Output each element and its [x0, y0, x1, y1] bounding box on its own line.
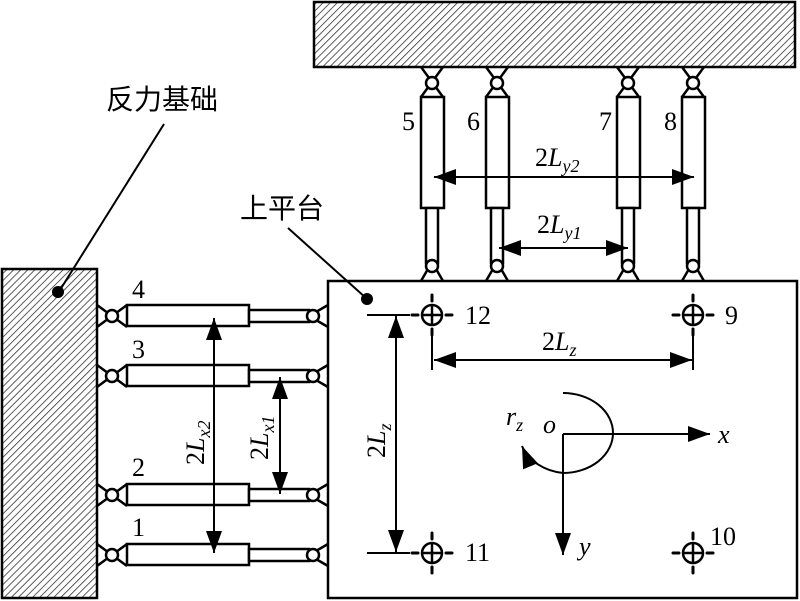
horizontal-actuator-3 [96, 363, 329, 389]
reaction-foundation-block [0, 267, 99, 600]
dim-label-lz-horizontal: 2Lz [542, 327, 576, 360]
actuator-label-1: 1 [132, 513, 145, 542]
actuator-label-8: 8 [664, 107, 677, 136]
point-label-12: 12 [465, 301, 491, 330]
measurement-points [410, 293, 715, 575]
vertical-actuator-8 [680, 66, 707, 282]
dim-label-lx2: 2Lx2 [181, 421, 214, 465]
dim-label-ly1: 2Ly1 [537, 210, 581, 243]
leader-dot-foundation [52, 286, 64, 298]
rotation-rz-label: rz [506, 402, 523, 435]
horizontal-actuators [96, 303, 329, 568]
joint-pin [104, 368, 120, 384]
joint-pin [305, 308, 321, 324]
top-reaction-beam [312, 0, 797, 69]
joint-pin [620, 75, 636, 91]
actuator-label-7: 7 [599, 107, 612, 136]
piston-rod [685, 206, 701, 265]
horizontal-actuator-2 [96, 482, 329, 508]
joint-pin [424, 258, 440, 274]
crosshair-target-9 [671, 293, 715, 337]
point-label-10: 10 [710, 522, 736, 551]
vertical-actuator-5 [419, 66, 446, 282]
joint-pin [104, 308, 120, 324]
joint-pin [685, 75, 701, 91]
crosshair-target-12 [410, 293, 454, 337]
crosshair-target-10 [671, 531, 715, 575]
cylinder-barrel [125, 303, 251, 328]
dim-label-lx1: 2Lx1 [245, 416, 278, 460]
leader-platform [287, 227, 367, 299]
dim-label-ly2: 2Ly2 [535, 143, 579, 176]
joint-pin [489, 75, 505, 91]
joint-pin [305, 368, 321, 384]
actuator-label-2: 2 [132, 453, 145, 482]
label-upper-platform: 上平台 [240, 192, 324, 225]
joint-pin [620, 258, 636, 274]
joint-pin [305, 547, 321, 563]
piston-rod [424, 206, 440, 265]
actuator-label-5: 5 [402, 107, 415, 136]
leader-foundation [59, 123, 165, 291]
piston-rod [247, 547, 311, 563]
rotation-rz-arc [521, 392, 614, 475]
dim-label-lz-vertical: 2Lz [362, 424, 395, 458]
horizontal-actuator-4 [96, 303, 329, 329]
actuator-label-6: 6 [467, 107, 480, 136]
joint-pin [424, 75, 440, 91]
y-axis-label: y [576, 532, 591, 561]
cylinder-barrel [125, 542, 251, 567]
label-reaction-foundation: 反力基础 [106, 83, 218, 116]
point-label-9: 9 [725, 301, 738, 330]
crosshair-target-11 [410, 531, 454, 575]
joint-pin [104, 487, 120, 503]
x-axis-label: x [717, 420, 730, 449]
joint-pin [685, 258, 701, 274]
joint-pin [489, 258, 505, 274]
cylinder-barrel [615, 95, 642, 210]
piston-rod [620, 206, 636, 265]
actuator-label-4: 4 [132, 275, 145, 304]
cylinder-barrel [125, 482, 251, 507]
point-label-11: 11 [465, 538, 490, 567]
cylinder-barrel [484, 95, 511, 210]
origin-label: o [543, 410, 556, 439]
piston-rod [489, 206, 505, 265]
piston-rod [247, 308, 311, 324]
cylinder-barrel [419, 95, 446, 210]
horizontal-actuator-1 [96, 542, 329, 568]
cylinder-barrel [680, 95, 707, 210]
cylinder-barrel [125, 363, 251, 388]
leader-dot-platform [361, 293, 373, 305]
actuator-label-3: 3 [132, 335, 145, 364]
joint-pin [305, 487, 321, 503]
joint-pin [104, 547, 120, 563]
